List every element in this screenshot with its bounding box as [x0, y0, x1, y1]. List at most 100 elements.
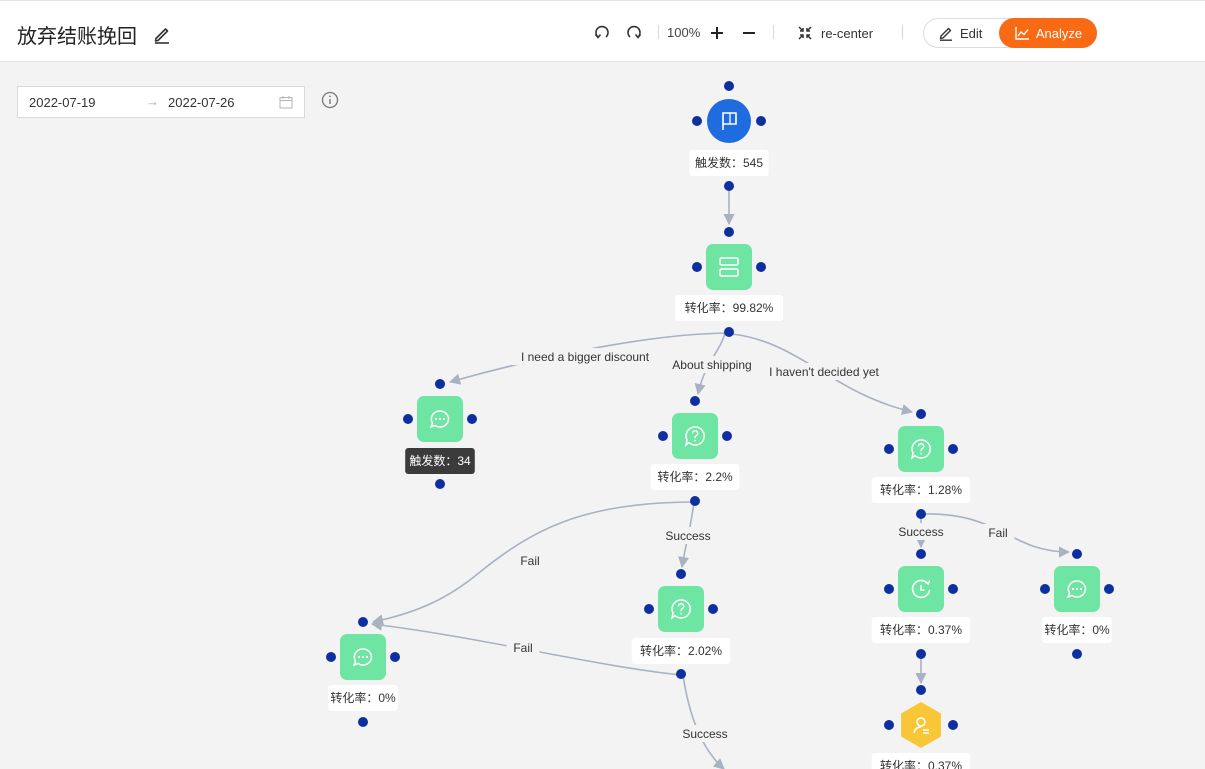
edit-mode-button[interactable]: Edit	[938, 25, 982, 41]
date-start[interactable]: 2022-07-19	[29, 95, 96, 110]
question-icon	[910, 439, 931, 460]
connection-port[interactable]	[403, 414, 413, 424]
flow-edge[interactable]: Success	[895, 514, 947, 549]
analyze-mode-label: Analyze	[1035, 25, 1083, 41]
pencil-icon	[939, 27, 952, 41]
flow-node-q-undecided[interactable]: 转化率：1.28%	[871, 409, 971, 519]
connection-port[interactable]	[676, 669, 686, 679]
info-icon[interactable]	[321, 91, 339, 109]
edge-label: Success	[682, 727, 727, 741]
connection-port[interactable]	[692, 262, 702, 272]
mode-switch: Edit Analyze	[923, 18, 1097, 48]
connection-port[interactable]	[724, 327, 734, 337]
agent-icon	[913, 717, 929, 734]
connection-port[interactable]	[722, 431, 732, 441]
connection-port[interactable]	[358, 617, 368, 627]
flow-edge[interactable]: Fail	[371, 501, 695, 626]
connection-port[interactable]	[1040, 584, 1050, 594]
connection-port[interactable]	[916, 649, 926, 659]
flow-node-agent[interactable]: 转化率：0.37%	[871, 685, 971, 769]
node-stat-label: 转化率：0.37%	[880, 758, 962, 769]
connection-port[interactable]	[692, 116, 702, 126]
edit-mode-label: Edit	[960, 25, 983, 41]
date-end[interactable]: 2022-07-26	[168, 95, 235, 110]
node-stat-label: 转化率：2.02%	[640, 643, 722, 658]
connection-port[interactable]	[884, 720, 894, 730]
flow-edge[interactable]: I need a bigger discount	[448, 332, 729, 385]
node-stat-label: 触发数：545	[695, 155, 763, 170]
connection-port[interactable]	[724, 181, 734, 191]
analyze-mode-button[interactable]: Analyze	[999, 18, 1097, 48]
connection-port[interactable]	[1072, 649, 1082, 659]
connection-port[interactable]	[435, 379, 445, 389]
connection-port[interactable]	[390, 652, 400, 662]
connection-port[interactable]	[948, 584, 958, 594]
flow-edge[interactable]: Fail	[370, 619, 682, 676]
connection-port[interactable]	[916, 549, 926, 559]
flow-node-q-shipping[interactable]: 转化率：2.2%	[650, 396, 740, 506]
edge-label: I need a bigger discount	[521, 350, 650, 364]
connection-port[interactable]	[435, 479, 445, 489]
flow-node-msg-discount[interactable]: 触发数：34	[403, 379, 477, 489]
edge-label: Fail	[520, 554, 539, 568]
connection-port[interactable]	[690, 496, 700, 506]
connection-port[interactable]	[948, 444, 958, 454]
recenter-label: re-center	[821, 25, 874, 41]
flow-edge[interactable]: Fail	[922, 513, 1071, 558]
pencil-icon[interactable]	[152, 24, 172, 44]
connection-port[interactable]	[884, 444, 894, 454]
zoom-in-icon[interactable]	[707, 23, 727, 43]
connection-port[interactable]	[1072, 549, 1082, 559]
flow-node-q-shipping-2[interactable]: 转化率：2.02%	[631, 569, 731, 679]
calendar-icon[interactable]	[279, 95, 293, 109]
connection-port[interactable]	[756, 262, 766, 272]
edge-label: Fail	[988, 526, 1007, 540]
question-icon	[670, 599, 691, 620]
connection-port[interactable]	[658, 431, 668, 441]
connection-port[interactable]	[756, 116, 766, 126]
chat-icon	[1066, 580, 1087, 599]
connection-port[interactable]	[467, 414, 477, 424]
connection-port[interactable]	[1104, 584, 1114, 594]
connection-port[interactable]	[948, 720, 958, 730]
connection-port[interactable]	[690, 396, 700, 406]
connection-port[interactable]	[708, 604, 718, 614]
connection-port[interactable]	[916, 685, 926, 695]
recenter-button[interactable]: re-center	[797, 22, 873, 44]
connection-port[interactable]	[644, 604, 654, 614]
date-range-picker[interactable]: 2022-07-19 → 2022-07-26	[17, 86, 305, 118]
connection-port[interactable]	[724, 227, 734, 237]
connection-port[interactable]	[916, 509, 926, 519]
flow-node-trigger[interactable]: 触发数：545	[689, 81, 769, 191]
zoom-out-icon[interactable]	[739, 23, 759, 43]
connection-port[interactable]	[358, 717, 368, 727]
flow-edge[interactable]: I haven't decided yet	[731, 333, 914, 416]
edge-label: Success	[665, 529, 710, 543]
node-stat-label: 转化率：0%	[330, 690, 396, 705]
flow-node-msg-fail-right[interactable]: 转化率：0%	[1040, 549, 1114, 659]
flow-edge[interactable]: Success	[679, 674, 731, 769]
toolbar-divider	[658, 25, 659, 39]
toolbar-divider	[773, 25, 774, 39]
node-stat-label: 转化率：0%	[1044, 622, 1110, 637]
split-icon	[719, 257, 739, 277]
undo-icon[interactable]	[592, 23, 612, 43]
connection-port[interactable]	[326, 652, 336, 662]
redo-icon[interactable]	[624, 23, 644, 43]
flow-edge[interactable]: Success	[662, 501, 714, 569]
flow-edge[interactable]: About shipping	[661, 332, 763, 396]
chat-icon	[429, 410, 450, 429]
edge-label: About shipping	[672, 358, 751, 372]
node-stat-label: 转化率：99.82%	[685, 300, 774, 315]
connection-port[interactable]	[724, 81, 734, 91]
arrow-right-icon: →	[146, 94, 159, 109]
node-stat-label: 转化率：2.2%	[657, 469, 733, 484]
flow-node-msg-fail-left[interactable]: 转化率：0%	[326, 617, 400, 727]
flow-node-wait[interactable]: 转化率：0.37%	[871, 549, 971, 659]
connection-port[interactable]	[676, 569, 686, 579]
connection-port[interactable]	[916, 409, 926, 419]
edge-label: Fail	[513, 641, 532, 655]
flow-node-split[interactable]: 转化率：99.82%	[675, 227, 783, 337]
connection-port[interactable]	[884, 584, 894, 594]
